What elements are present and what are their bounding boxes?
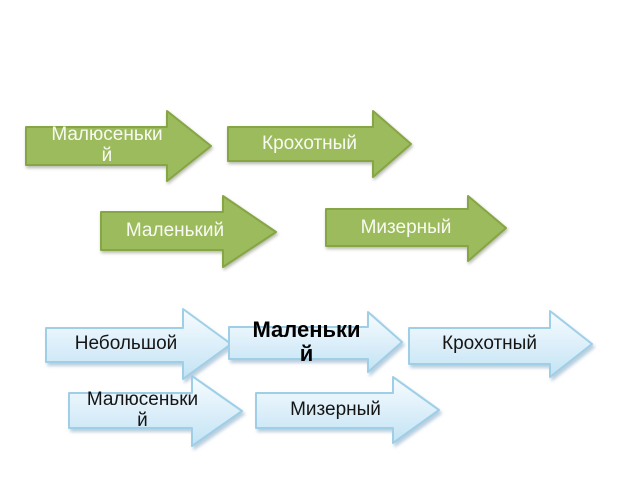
right-arrow-shape-icon — [100, 195, 277, 268]
right-arrow-shape-icon — [227, 110, 412, 178]
right-arrow-shape-icon — [45, 308, 232, 380]
green-arrow-malenkij[interactable]: Маленький — [100, 195, 277, 268]
right-arrow-shape-icon — [408, 310, 593, 378]
blue-arrow-malenkij[interactable]: Маленьки й — [228, 311, 403, 373]
green-arrow-krohotnyj[interactable]: Крохотный — [227, 110, 412, 178]
blue-arrow-mizernyj[interactable]: Мизерный — [255, 376, 440, 444]
blue-arrow-krohotnyj[interactable]: Крохотный — [408, 310, 593, 378]
blue-arrow-malyusenkij[interactable]: Малюсеньки й — [68, 375, 243, 447]
right-arrow-shape-icon — [228, 311, 403, 373]
right-arrow-shape-icon — [325, 195, 507, 262]
green-arrow-mizernyj[interactable]: Мизерный — [325, 195, 507, 262]
right-arrow-shape-icon — [25, 110, 212, 182]
blue-arrow-nebolshoj[interactable]: Небольшой — [45, 308, 232, 380]
right-arrow-shape-icon — [68, 375, 243, 447]
right-arrow-shape-icon — [255, 376, 440, 444]
green-arrow-malyusenkij[interactable]: Малюсеньки й — [25, 110, 212, 182]
